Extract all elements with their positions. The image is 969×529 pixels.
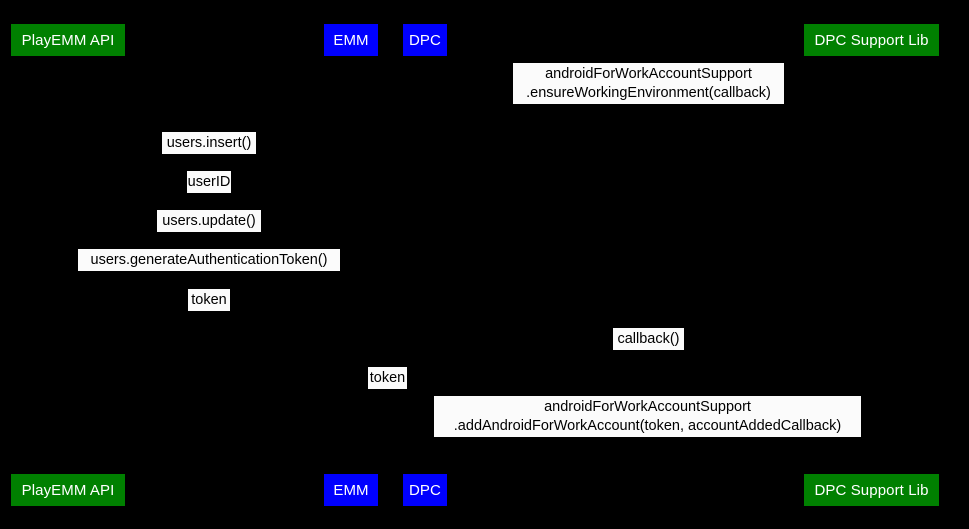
message-label-add-android-for-work-account: androidForWorkAccountSupport .addAndroidF… bbox=[434, 396, 861, 437]
message-label-line: .ensureWorkingEnvironment(callback) bbox=[526, 84, 771, 101]
message-label-line: token bbox=[191, 291, 227, 308]
participant-label: EMM bbox=[333, 31, 369, 49]
participant-top-playemm-api[interactable]: PlayEMM API bbox=[11, 24, 125, 56]
message-label-line: androidForWorkAccountSupport bbox=[545, 65, 752, 82]
participant-label: PlayEMM API bbox=[21, 31, 115, 49]
lifeline-emm bbox=[351, 56, 352, 474]
participant-top-dpc-support-lib[interactable]: DPC Support Lib bbox=[804, 24, 939, 56]
participant-label: DPC Support Lib bbox=[814, 31, 929, 49]
message-label-line: users.insert() bbox=[166, 134, 252, 151]
message-label-token-to-emm: token bbox=[188, 289, 230, 311]
message-label-line: users.generateAuthenticationToken() bbox=[90, 251, 328, 268]
lifeline-playemm-api bbox=[68, 56, 69, 474]
message-label-callback: callback() bbox=[613, 328, 684, 350]
participant-top-emm[interactable]: EMM bbox=[324, 24, 378, 56]
message-label-line: callback() bbox=[617, 330, 680, 347]
message-label-line: users.update() bbox=[162, 212, 256, 229]
participant-label: DPC bbox=[409, 481, 441, 499]
participant-bottom-emm[interactable]: EMM bbox=[324, 474, 378, 506]
message-label-line: userID bbox=[187, 173, 231, 190]
message-arrow-users-generate-authentication-token bbox=[68, 271, 351, 272]
message-label-users-insert: users.insert() bbox=[162, 132, 256, 154]
participant-bottom-playemm-api[interactable]: PlayEMM API bbox=[11, 474, 125, 506]
participant-label: DPC bbox=[409, 31, 441, 49]
message-arrow-add-android-for-work-account bbox=[425, 437, 872, 438]
message-label-user-id: userID bbox=[187, 171, 231, 193]
message-label-line: .addAndroidForWorkAccount(token, account… bbox=[453, 417, 842, 434]
participant-label: PlayEMM API bbox=[21, 481, 115, 499]
message-label-ensure-working-environment: androidForWorkAccountSupport .ensureWorki… bbox=[513, 63, 784, 104]
participant-label: DPC Support Lib bbox=[814, 481, 929, 499]
participant-top-dpc[interactable]: DPC bbox=[403, 24, 447, 56]
participant-label: EMM bbox=[333, 481, 369, 499]
participant-bottom-dpc-support-lib[interactable]: DPC Support Lib bbox=[804, 474, 939, 506]
message-arrow-user-id bbox=[68, 193, 351, 194]
message-label-token-to-dpc: token bbox=[368, 367, 407, 389]
message-arrow-token-to-emm bbox=[68, 311, 351, 312]
message-arrow-users-update bbox=[68, 232, 351, 233]
message-arrow-callback bbox=[425, 350, 872, 351]
message-arrow-ensure-working-environment bbox=[425, 104, 872, 105]
message-label-users-update: users.update() bbox=[157, 210, 261, 232]
message-label-line: token bbox=[369, 369, 406, 386]
participant-bottom-dpc[interactable]: DPC bbox=[403, 474, 447, 506]
message-label-line: androidForWorkAccountSupport bbox=[544, 398, 751, 415]
message-arrow-token-to-dpc bbox=[351, 389, 425, 390]
lifeline-dpc-support-lib bbox=[872, 56, 873, 474]
message-arrow-users-insert bbox=[68, 154, 351, 155]
message-label-users-generate-authentication-token: users.generateAuthenticationToken() bbox=[78, 249, 340, 271]
lifeline-dpc bbox=[425, 56, 426, 474]
